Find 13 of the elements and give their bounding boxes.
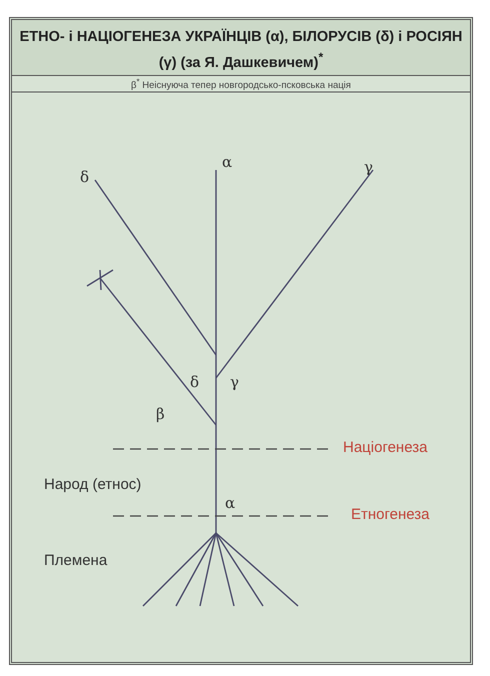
- title: ЕТНО- і НАЦІОГЕНЕЗА УКРАЇНЦІВ (α), БІЛОРУСІВ (δ) і РОСІЯН (γ) (за Я. Дашкевичем)$^{*}$: [18, 28, 464, 73]
- stage-label: Народ (етнос): [44, 476, 142, 493]
- branch-letter: α: [222, 153, 232, 171]
- branch-letter: δ: [190, 373, 200, 391]
- stage-label: Племена: [44, 552, 108, 569]
- footnote: β$^{*}$ Неіснуюча тепер новгородсько-псковська нація: [131, 77, 351, 92]
- branch-letter: α: [225, 494, 236, 512]
- branch-letter: γ: [230, 373, 239, 391]
- branch-letter: δ: [80, 168, 90, 186]
- stage-label: Етногенеза: [351, 506, 430, 523]
- stage-label: Націогенеза: [343, 439, 428, 456]
- branch-letter: γ: [364, 158, 373, 176]
- branch-letter: β: [156, 405, 165, 423]
